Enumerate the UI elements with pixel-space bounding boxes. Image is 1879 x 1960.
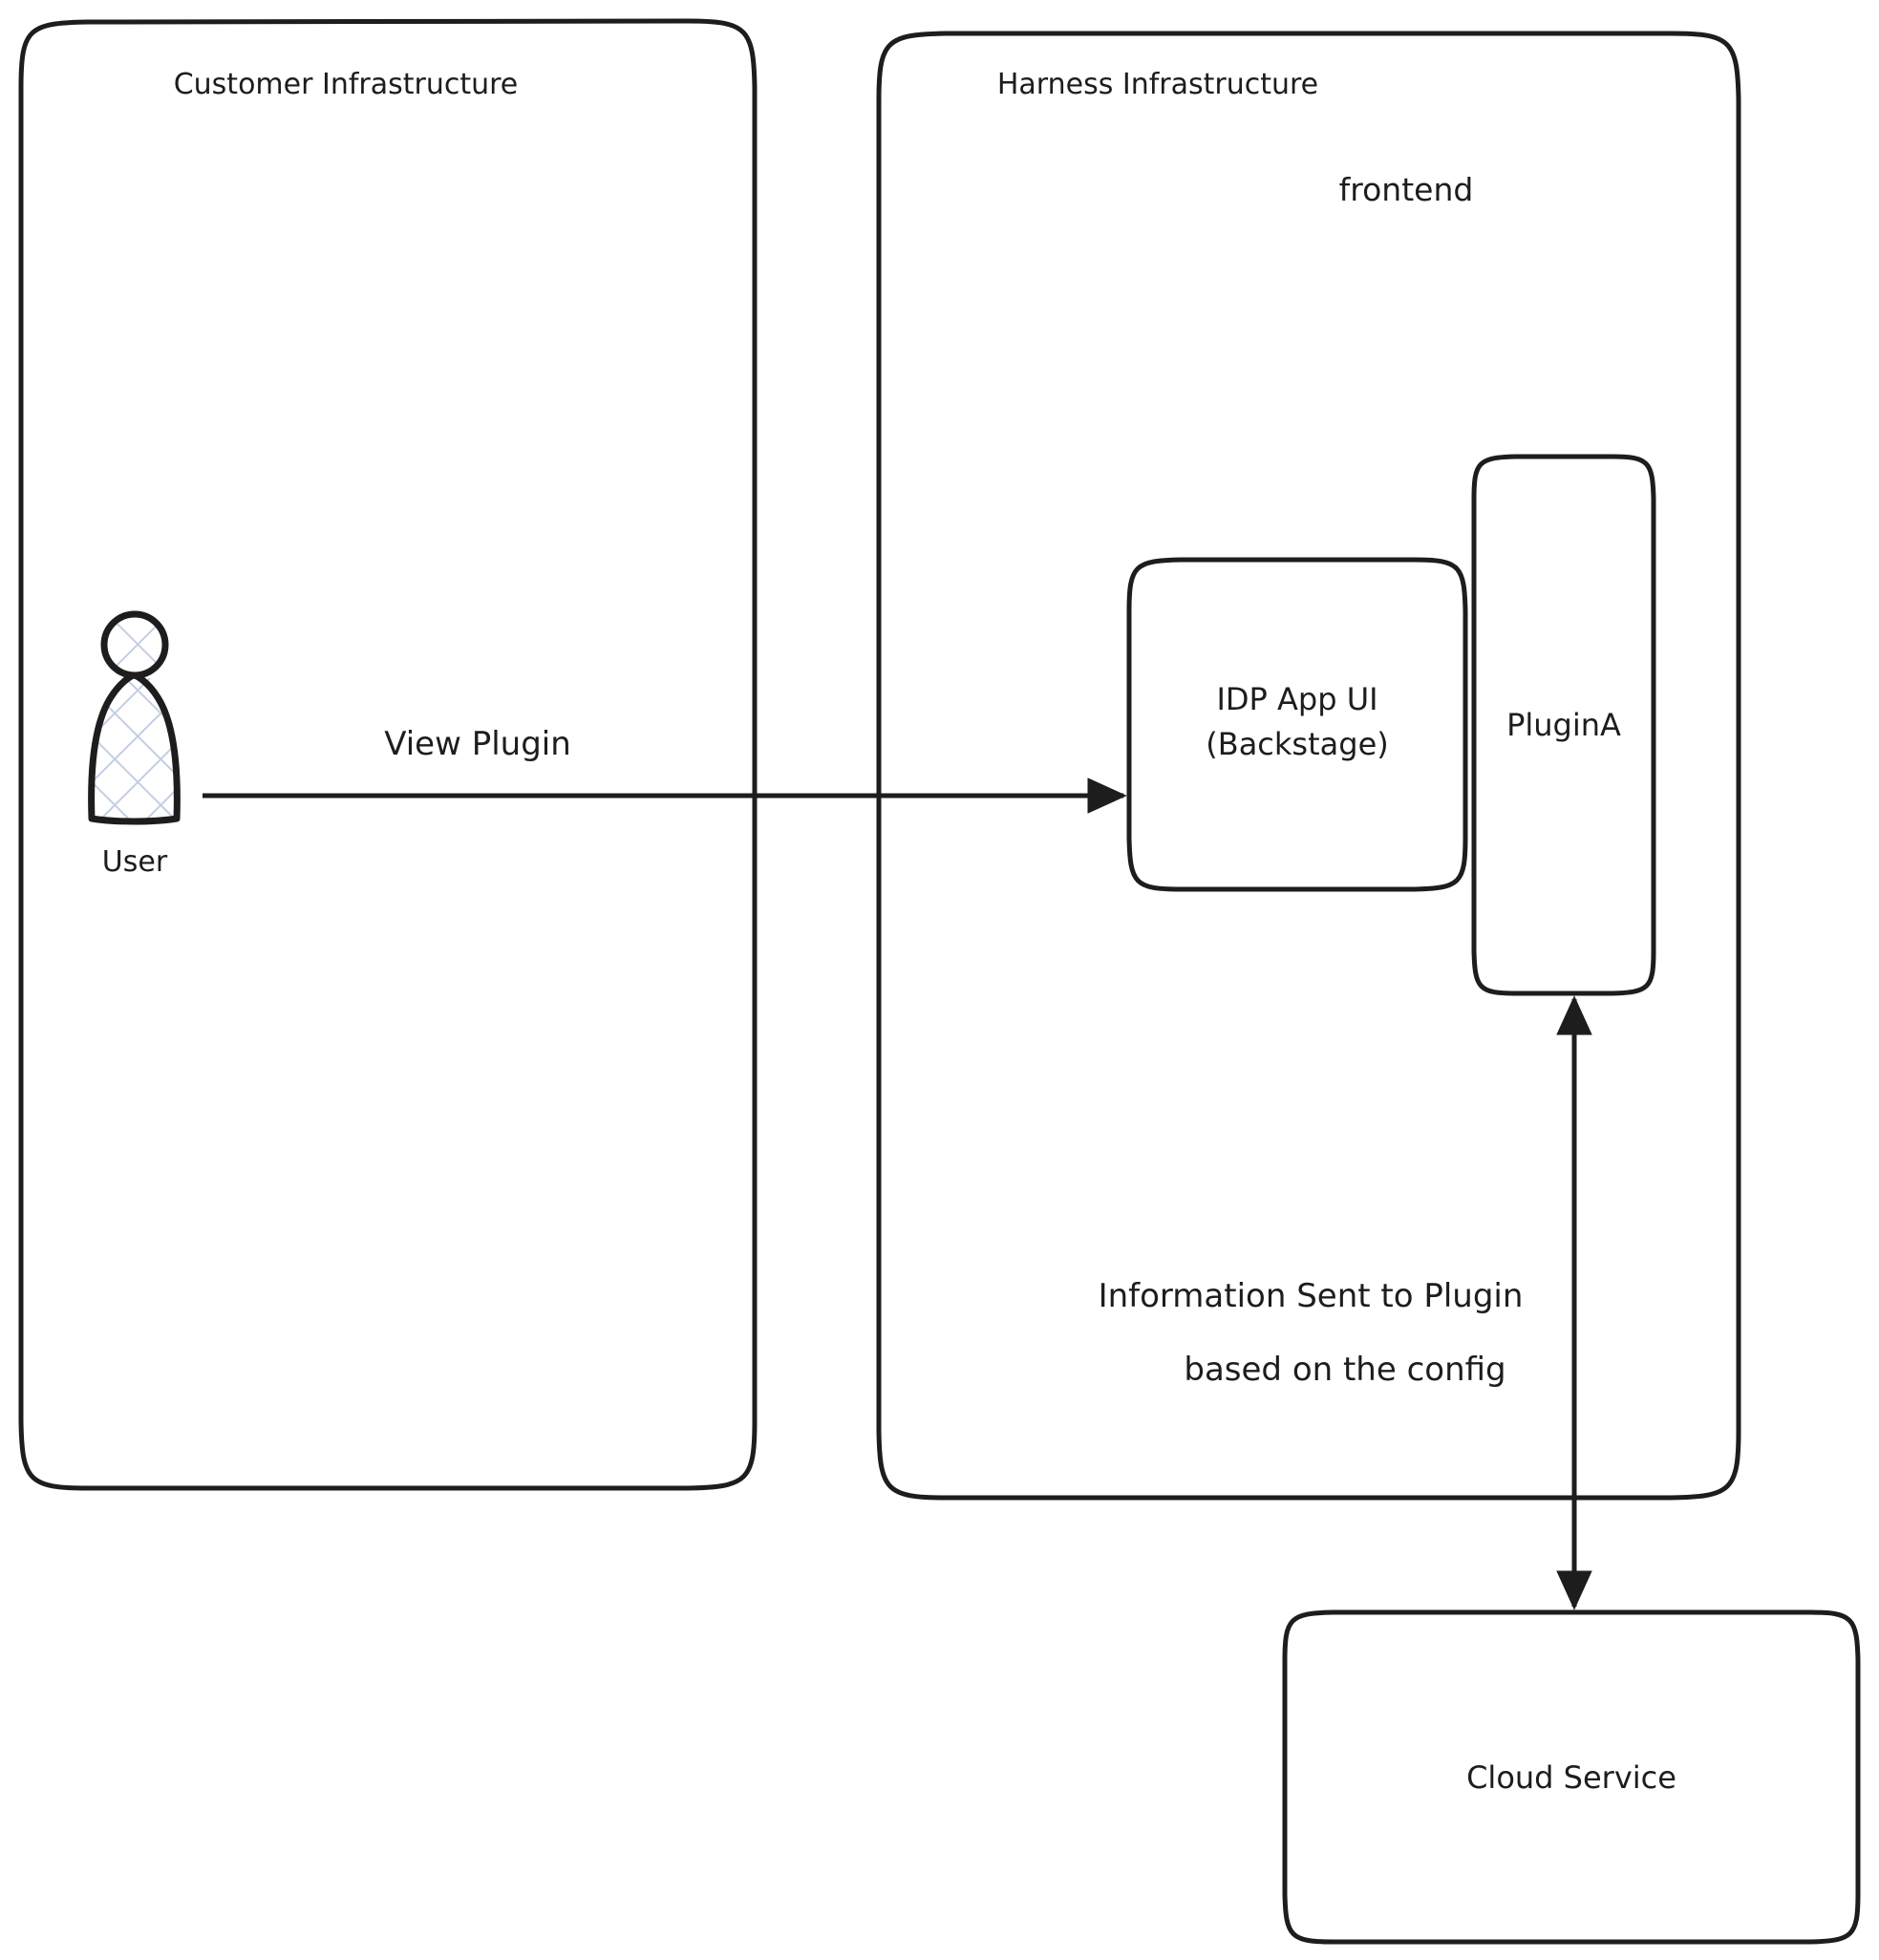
user-label: User [102,845,168,879]
user-body-outline [88,671,181,825]
idp-app-ui-box [1126,557,1468,892]
frontend-group-label: frontend [1339,171,1474,208]
user-head-icon [100,610,169,679]
edge-view-plugin: View Plugin [203,725,1127,814]
idp-app-ui-label-line1: IDP App UI [1216,681,1377,717]
cloud-service-label: Cloud Service [1466,1759,1676,1796]
node-idp-app-ui[interactable]: IDP App UI (Backstage) [1126,557,1468,892]
cloud-service-box [1282,1609,1861,1945]
idp-app-ui-label-line2: (Backstage) [1206,726,1388,762]
customer-infrastructure-boundary [18,18,758,1491]
user-body-fill [91,669,177,820]
plugin-cloud-label-line1: Information Sent to Plugin [1099,1277,1524,1315]
container-harness-infrastructure: Harness Infrastructure [876,31,1741,1501]
customer-infrastructure-label: Customer Infrastructure [174,68,519,101]
plugin-a-box [1471,454,1656,996]
plugin-a-label: PluginA [1506,707,1621,743]
container-customer-infrastructure: Customer Infrastructure [18,18,758,1491]
plugin-cloud-label-line2: based on the config [1184,1351,1505,1389]
node-cloud-service[interactable]: Cloud Service [1282,1609,1861,1945]
edge-plugin-cloud: Information Sent to Plugin based on the … [1099,995,1592,1610]
view-plugin-label: View Plugin [384,725,571,763]
node-plugin-a[interactable]: PluginA [1471,454,1656,996]
user-actor[interactable]: User [88,610,181,879]
harness-infrastructure-label: Harness Infrastructure [997,68,1318,101]
harness-infrastructure-boundary [876,31,1741,1501]
